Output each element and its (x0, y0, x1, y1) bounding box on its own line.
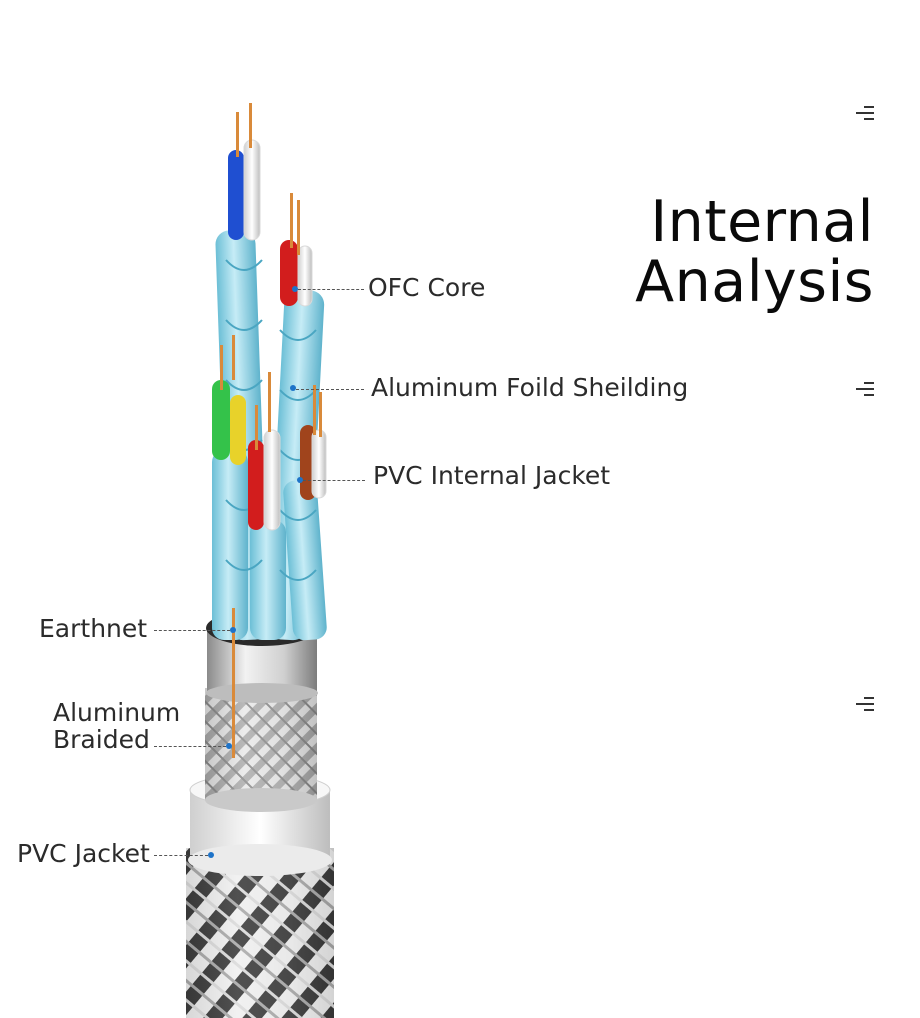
aluminum-braided-label-line2: Braided (53, 725, 150, 754)
edge-marker-icon (856, 697, 874, 711)
aluminum-braided-label-line1: Aluminum (53, 698, 181, 727)
pvc-jacket-leader (154, 855, 208, 856)
pvc-internal-dot (297, 477, 303, 483)
title-line-1: Internal (650, 189, 874, 255)
aluminum-braided-leader (154, 746, 226, 747)
aluminum-foil-leader (296, 389, 364, 390)
page-title: Internal Analysis (635, 192, 874, 312)
pvc-internal-leader (303, 480, 365, 481)
aluminum-braided-dot (226, 743, 232, 749)
aluminum-foil-dot (290, 385, 296, 391)
ofc-core-leader (298, 289, 364, 290)
earthnet-dot (230, 627, 236, 633)
pvc-internal-label: PVC Internal Jacket (373, 461, 611, 490)
ofc-core-label: OFC Core (368, 273, 486, 302)
title-line-2: Analysis (635, 249, 874, 315)
earthnet-label: Earthnet (39, 614, 148, 643)
earthnet-leader (154, 630, 230, 631)
pvc-jacket-dot (208, 852, 214, 858)
ofc-core-dot (292, 286, 298, 292)
aluminum-foil-label: Aluminum Foild Sheilding (371, 373, 689, 402)
edge-marker-icon (856, 106, 874, 120)
pvc-jacket-label: PVC Jacket (17, 839, 150, 868)
edge-marker-icon (856, 382, 874, 396)
